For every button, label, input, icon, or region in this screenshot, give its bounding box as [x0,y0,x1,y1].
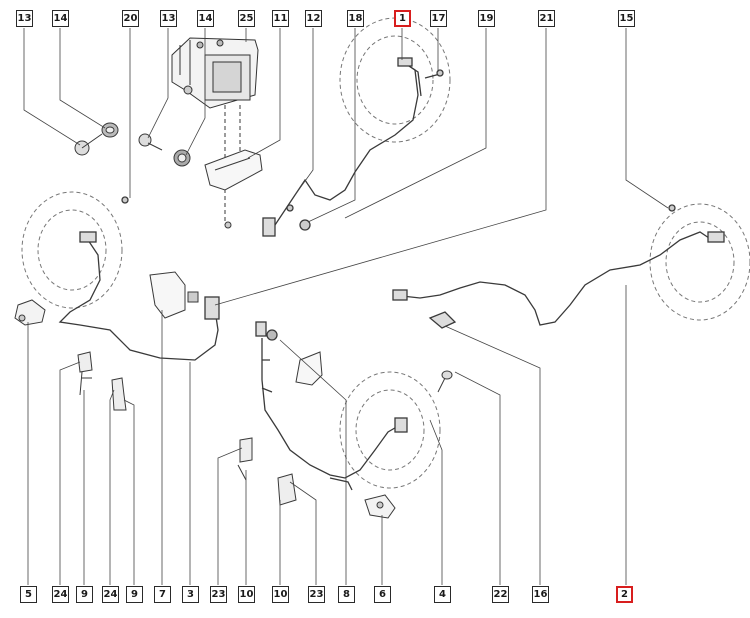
callout-label: 12 [306,12,321,24]
callout-label: 24 [103,588,118,600]
callout-top-19[interactable]: 19 [478,10,495,27]
callout-top-17[interactable]: 17 [430,10,447,27]
callout-bottom-4[interactable]: 4 [434,586,451,603]
callout-bottom-9b[interactable]: 9 [126,586,143,603]
callout-label: 7 [159,588,166,600]
callout-bottom-7[interactable]: 7 [154,586,171,603]
callout-label: 25 [239,12,254,24]
callout-top-21[interactable]: 21 [538,10,555,27]
callout-bottom-9[interactable]: 9 [76,586,93,603]
callout-bottom-24b[interactable]: 24 [102,586,119,603]
sensor-cable-rear-right [392,204,725,329]
grommet-14 [74,122,119,156]
callout-label: 4 [439,588,446,600]
callout-label: 6 [379,588,386,600]
grommet-14b [173,149,191,167]
sensor-cable-front-left [58,196,220,361]
callout-bottom-10b[interactable]: 10 [272,586,289,603]
callout-label: 17 [431,12,446,24]
callout-label: 13 [17,12,32,24]
callout-label: 11 [273,12,288,24]
callout-label: 9 [131,588,138,600]
callout-label: 8 [343,588,350,600]
callout-bottom-22[interactable]: 22 [492,586,509,603]
callout-label: 19 [479,12,494,24]
bolt-4 [437,370,453,393]
callout-label: 15 [619,12,634,24]
callout-label: 20 [123,12,138,24]
callout-top-15[interactable]: 15 [618,10,635,27]
callout-label: 21 [539,12,554,24]
wheel-front-right [339,17,451,143]
callout-label: 3 [187,588,194,600]
callout-top-25[interactable]: 25 [238,10,255,27]
callout-top-1-highlighted[interactable]: 1 [394,10,411,27]
callout-top-14b[interactable]: 14 [197,10,214,27]
callout-top-13[interactable]: 13 [16,10,33,27]
callout-bottom-23b[interactable]: 23 [308,586,325,603]
clip-23-center [237,437,253,481]
clip-10-center [277,473,297,506]
callout-label: 5 [25,588,32,600]
callout-top-20[interactable]: 20 [122,10,139,27]
callout-top-12[interactable]: 12 [305,10,322,27]
callout-bottom-3[interactable]: 3 [182,586,199,603]
callout-top-13b[interactable]: 13 [160,10,177,27]
callout-bottom-16[interactable]: 16 [532,586,549,603]
callout-label: 14 [53,12,68,24]
bracket-5 [14,299,46,326]
callout-label: 1 [399,12,406,24]
callout-label: 22 [493,588,508,600]
callout-bottom-5[interactable]: 5 [20,586,37,603]
callout-label: 10 [239,588,254,600]
abs-hydraulic-unit [171,37,259,109]
wheel-front-left [21,191,123,309]
bracket-7 [149,271,199,319]
callout-label: 10 [273,588,288,600]
callout-label: 16 [533,588,548,600]
callout-bottom-24[interactable]: 24 [52,586,69,603]
bolt-13 [138,133,163,151]
clip-24-left [77,351,93,396]
callout-top-14[interactable]: 14 [52,10,69,27]
callout-bottom-10[interactable]: 10 [238,586,255,603]
callout-label: 2 [621,588,628,600]
callout-label: 24 [53,588,68,600]
bracket-6 [364,494,396,519]
clip-9-left [111,377,127,411]
callout-label: 13 [161,12,176,24]
callout-bottom-6[interactable]: 6 [374,586,391,603]
sensor-cable-rear-left [255,321,408,491]
bracket-8 [295,351,323,386]
callout-top-11[interactable]: 11 [272,10,289,27]
wheel-rear-right [649,203,750,321]
wheel-rear-left [339,371,441,489]
callout-label: 9 [81,588,88,600]
sensor-cable-front-right [262,57,444,237]
callout-label: 23 [211,588,226,600]
callout-bottom-8[interactable]: 8 [338,586,355,603]
callout-bottom-2-highlighted[interactable]: 2 [616,586,633,603]
callout-bottom-23[interactable]: 23 [210,586,227,603]
callout-top-18[interactable]: 18 [347,10,364,27]
callout-label: 23 [309,588,324,600]
callout-label: 18 [348,12,363,24]
callout-label: 14 [198,12,213,24]
abs-bracket [204,105,263,229]
leader-lines [23,28,669,585]
